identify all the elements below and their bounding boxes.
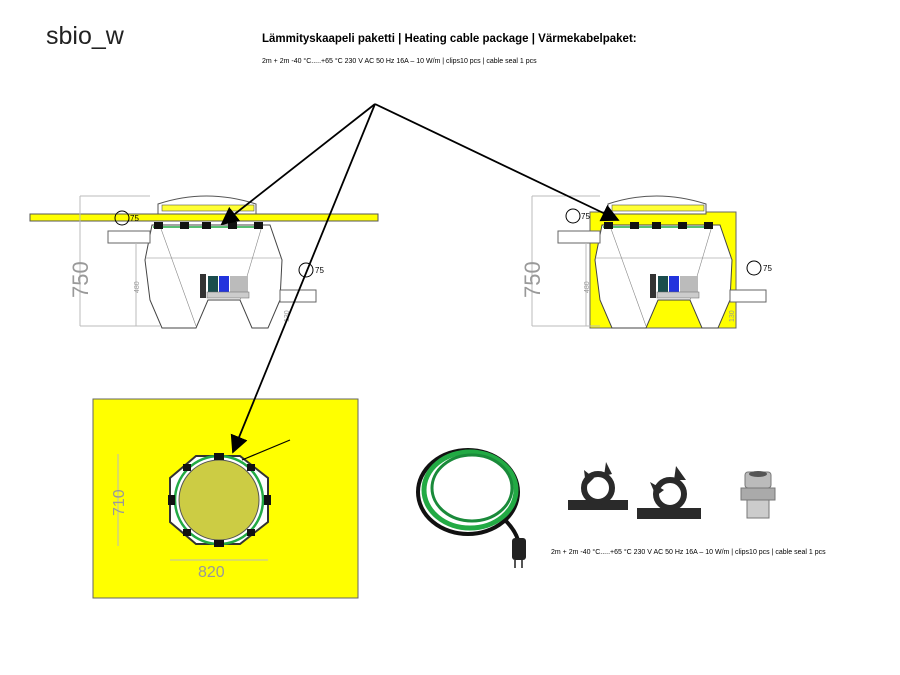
outlet-dimension: 130 [729,310,736,322]
height-dimension: 750 [68,261,93,298]
cable-clips-image [568,462,701,519]
product-caption: 2m + 2m -40 °C.....+65 °C 230 V AC 50 Hz… [551,549,826,556]
tank-lid [178,459,260,541]
logo-text: sbio_w [46,22,124,50]
inlet-dimension: 480 [134,281,141,293]
pipe-diameter-label: 75 [581,212,590,221]
diameter-icon [298,262,314,278]
heating-cable-image [416,448,526,568]
pointer-arrows [220,103,620,454]
diameter-icon [746,260,762,276]
pipe-diameter-label: 75 [130,214,139,223]
height-dimension: 750 [520,261,545,298]
pipe-diameter-label: 75 [315,266,324,275]
depth-dimension: 710 [111,489,128,516]
spec-text: 2m + 2m -40 °C.....+65 °C 230 V AC 50 Hz… [262,58,537,65]
pipe-diameter-label: 75 [763,264,772,273]
width-dimension: 820 [198,564,225,581]
inlet-dimension: 480 [584,281,591,293]
diameter-icon [565,208,581,224]
cable-seal-image [740,471,776,519]
page-title: Lämmityskaapeli paketti | Heating cable … [262,33,637,45]
diameter-icon [114,210,130,226]
ground-level-bar [29,213,379,222]
